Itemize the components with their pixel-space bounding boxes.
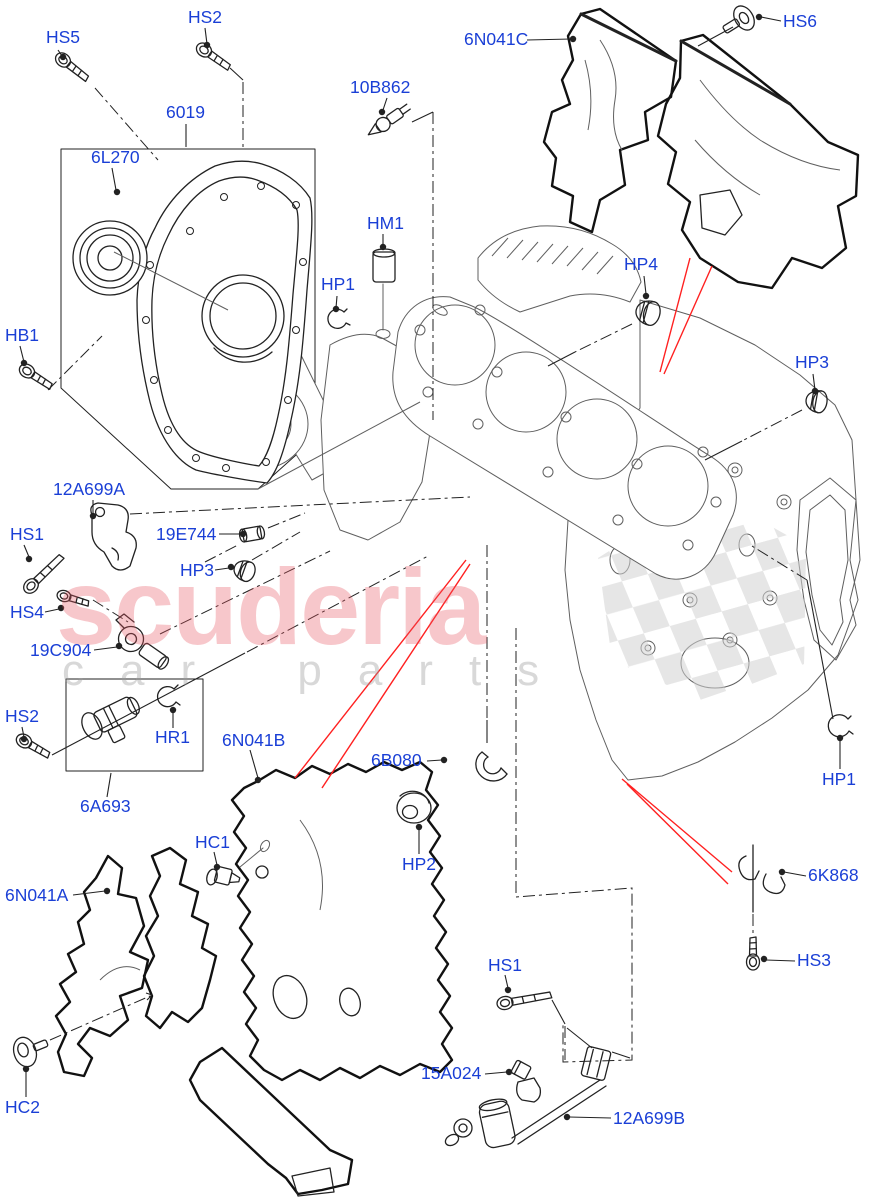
sensor-12a699a [90, 502, 137, 571]
clip-hp1-left [327, 308, 351, 330]
part-label-hm1[interactable]: HM1 [367, 213, 404, 233]
acoustic-cover-6n041b-drawing [230, 760, 454, 1082]
head-gasket-drawing [392, 296, 737, 580]
leader-dots [20, 13, 844, 1121]
part-label-15a024[interactable]: 15A024 [421, 1063, 482, 1083]
part-label-12a699a[interactable]: 12A699A [53, 479, 126, 499]
sensor-19c904 [115, 613, 170, 670]
plug-hp3-left [233, 560, 256, 583]
bolt-hs4 [56, 589, 90, 607]
seal-6b080 [475, 751, 508, 782]
timing-cover-drawing [72, 160, 421, 490]
part-label-6l270[interactable]: 6L270 [91, 147, 140, 167]
label-leader-lines [19, 16, 841, 1119]
part-label-6n041a[interactable]: 6N041A [5, 885, 69, 905]
acoustic-cover-6n041c-drawing [542, 7, 860, 290]
bolt-hs5 [54, 52, 90, 83]
part-label-6n041c[interactable]: 6N041C [464, 29, 529, 49]
construction-lines [47, 26, 834, 1063]
part-label-hp1-right[interactable]: HP1 [822, 769, 857, 789]
part-label-hc1[interactable]: HC1 [195, 832, 231, 852]
clip-hr1 [156, 684, 181, 708]
part-label-hs3[interactable]: HS3 [797, 950, 832, 970]
bolt-hb1 [18, 363, 53, 390]
part-label-hs1-top[interactable]: HS1 [10, 524, 45, 544]
part-label-hs2-top[interactable]: HS2 [188, 7, 223, 27]
part-label-hp3-left[interactable]: HP3 [180, 560, 215, 580]
part-label-6n041b[interactable]: 6N041B [222, 730, 286, 750]
part-label-6k868[interactable]: 6K868 [808, 865, 859, 885]
part-label-hs6[interactable]: HS6 [783, 11, 818, 31]
part-label-hp1-left[interactable]: HP1 [321, 274, 356, 294]
bolt-hs1-bottom [496, 991, 553, 1011]
part-label-6a693[interactable]: 6A693 [80, 796, 131, 816]
bolt-hs2-top [195, 42, 231, 71]
bolt-hs3 [745, 936, 761, 971]
part-label-hc2[interactable]: HC2 [5, 1097, 41, 1117]
plug-hp4 [635, 300, 661, 326]
part-label-6b080[interactable]: 6B080 [371, 750, 422, 770]
part-label-hr1[interactable]: HR1 [155, 727, 191, 747]
sensor-12a699b [444, 1045, 612, 1149]
part-label-19c904[interactable]: 19C904 [30, 640, 92, 660]
clip-6k868 [738, 844, 786, 913]
clip-hp1-right [827, 714, 854, 738]
pin-hs6 [722, 5, 755, 34]
red-leader-lines [294, 257, 733, 885]
sensor-10b862 [367, 103, 411, 136]
screw-hc1 [206, 839, 271, 886]
dowel-hm1 [372, 248, 396, 331]
part-label-10b862[interactable]: 10B862 [350, 77, 411, 97]
part-label-hs2-bottom[interactable]: HS2 [5, 706, 40, 726]
bolt-hs1-top [23, 554, 65, 594]
seal-6l270 [72, 220, 229, 311]
part-label-19e744[interactable]: 19E744 [156, 524, 217, 544]
part-label-12a699b[interactable]: 12A699B [613, 1108, 686, 1128]
part-label-hp2[interactable]: HP2 [402, 854, 437, 874]
sensor-15a024 [510, 1059, 542, 1103]
rivet-hc2 [12, 1036, 49, 1068]
part-label-hs5[interactable]: HS5 [46, 27, 81, 47]
part-label-hs4[interactable]: HS4 [10, 602, 45, 622]
part-label-hp3-right[interactable]: HP3 [795, 352, 830, 372]
part-label-6019[interactable]: 6019 [166, 102, 205, 122]
plug-hp2 [396, 790, 432, 824]
part-label-hs1-bottom[interactable]: HS1 [488, 955, 523, 975]
part-label-hp4[interactable]: HP4 [624, 254, 659, 274]
solenoid-6a693 [81, 696, 140, 744]
part-label-hb1[interactable]: HB1 [5, 325, 40, 345]
acoustic-cover-6n041a-drawing [54, 846, 354, 1197]
hardware-group [12, 5, 854, 1149]
bolt-hs2-bottom [15, 733, 51, 759]
